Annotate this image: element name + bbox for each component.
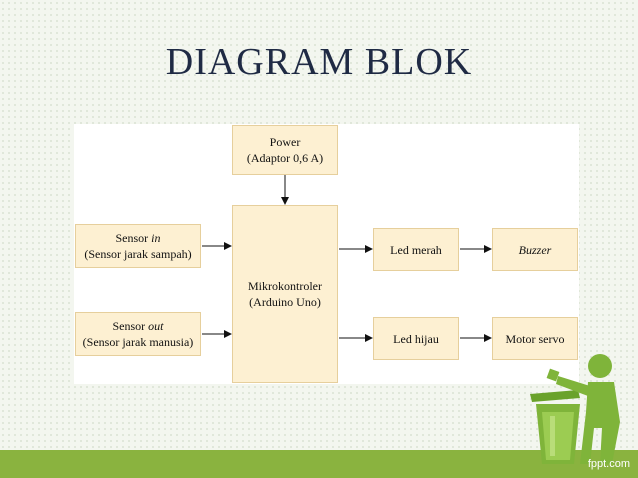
sensor-out-prefix: Sensor <box>112 319 149 333</box>
power-label: Power <box>269 135 301 149</box>
motor-servo-block: Motor servo <box>492 317 578 360</box>
footer-bar <box>0 450 638 478</box>
sensor-in-italic: in <box>151 231 161 245</box>
sensor-in-sublabel: (Sensor jarak sampah) <box>84 247 192 261</box>
sensor-out-block: Sensor out (Sensor jarak manusia) <box>75 312 201 356</box>
sensor-out-italic: out <box>148 319 164 333</box>
led-merah-label: Led merah <box>390 242 442 257</box>
sensor-out-sublabel: (Sensor jarak manusia) <box>82 335 194 349</box>
led-merah-block: Led merah <box>373 228 459 271</box>
diagram-arrows <box>202 175 492 342</box>
motor-servo-label: Motor servo <box>505 331 565 346</box>
power-block: Power (Adaptor 0,6 A) <box>232 125 338 175</box>
mcu-sublabel: (Arduino Uno) <box>249 295 321 309</box>
mcu-block: Mikrokontroler (Arduino Uno) <box>232 205 338 383</box>
recycle-person-icon <box>530 354 620 464</box>
brand-footer-text: fppt.com <box>587 458 630 470</box>
sensor-in-block: Sensor in (Sensor jarak sampah) <box>75 224 201 268</box>
sensor-in-label: Sensor in <box>115 230 160 246</box>
led-hijau-label: Led hijau <box>393 331 439 346</box>
power-sublabel: (Adaptor 0,6 A) <box>246 151 324 165</box>
buzzer-label: Buzzer <box>518 242 552 257</box>
mcu-label: Mikrokontroler <box>248 279 322 293</box>
diagram-canvas: Power (Adaptor 0,6 A) Sensor in (Sensor … <box>74 124 579 384</box>
led-hijau-block: Led hijau <box>373 317 459 360</box>
sensor-in-prefix: Sensor <box>115 231 152 245</box>
page-title: DIAGRAM BLOK <box>165 41 473 83</box>
buzzer-block: Buzzer <box>492 228 578 271</box>
sensor-out-label: Sensor out <box>112 318 163 334</box>
